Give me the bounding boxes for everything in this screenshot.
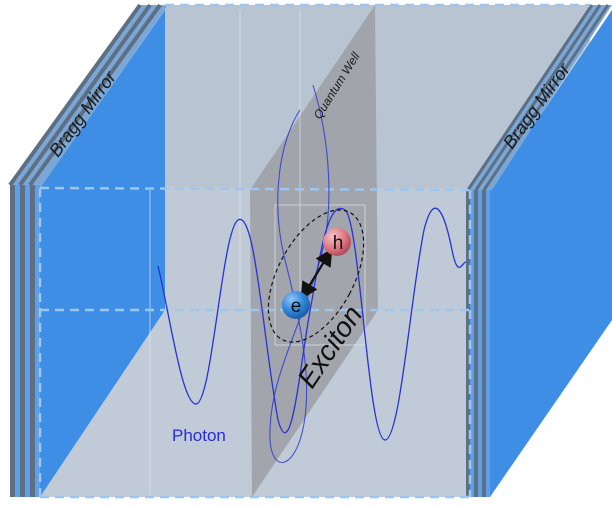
hole-label: h: [333, 233, 344, 254]
cavity-grid: [149, 10, 366, 495]
left-bragg-mirror[interactable]: [40, 10, 165, 497]
electron[interactable]: e: [282, 291, 310, 319]
electron-sphere: [282, 291, 310, 319]
hole-sphere: [323, 228, 351, 256]
photon-label: Photon: [172, 426, 226, 445]
right-mirror-layers: [466, 4, 610, 497]
exciton-wave: [269, 84, 330, 463]
hole[interactable]: h: [323, 228, 351, 256]
electron-label: e: [291, 296, 302, 317]
left-mirror-layers: [8, 3, 162, 497]
exciton-binding-arrow: [300, 248, 333, 300]
exciton-boundary: [267, 209, 365, 343]
right-bragg-mirror[interactable]: [490, 10, 612, 497]
cavity-dashed-edges: [38, 3, 590, 499]
